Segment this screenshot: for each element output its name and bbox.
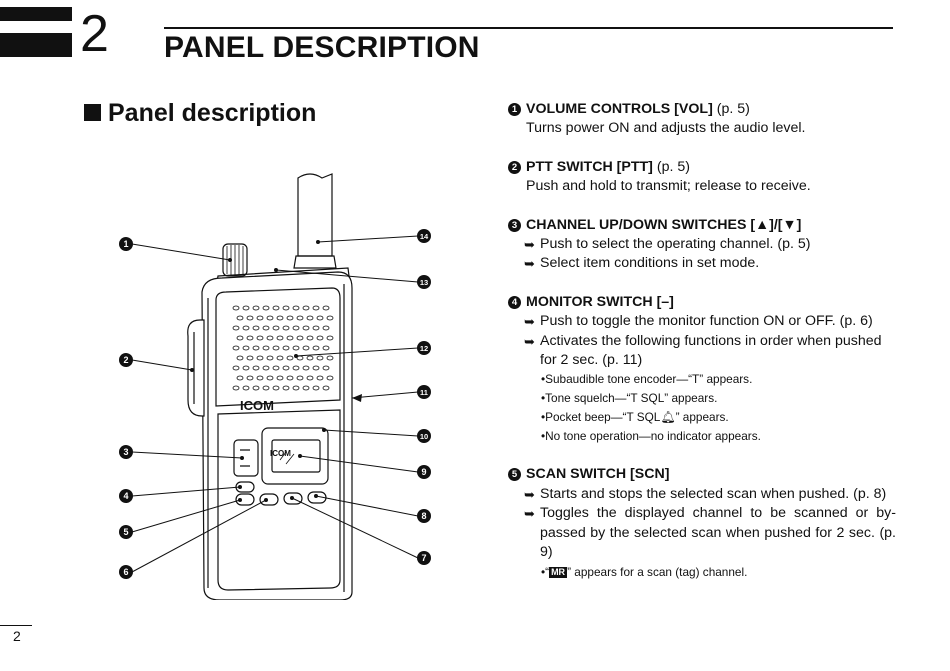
callout-12: 12 xyxy=(417,341,431,355)
item-ptt: 2 PTT SWITCH [PTT] (p. 5) Push and hold … xyxy=(508,158,896,197)
display-frame xyxy=(261,427,329,485)
page-number-rule xyxy=(0,625,32,626)
callout-13: 13 xyxy=(417,275,431,289)
callout-10: 10 xyxy=(417,429,431,443)
arrow-icon: ➥ xyxy=(524,333,535,349)
bullet-item: ➥Push to toggle the monitor function ON … xyxy=(508,312,896,331)
arrow-icon: ➥ xyxy=(524,237,535,253)
svg-text:9: 9 xyxy=(421,467,426,477)
bullet-item: ➥Push to select the operating channel. (… xyxy=(508,235,896,254)
page-number: 2 xyxy=(13,628,21,644)
chapter-number: 2 xyxy=(80,5,109,63)
number-badge-icon: 3 xyxy=(508,218,521,232)
svg-text:2: 2 xyxy=(123,355,128,365)
callout-8: 8 xyxy=(417,509,431,523)
bullet-item: ➥Toggles the displayed channel to be sca… xyxy=(524,505,896,561)
callout-11: 11 xyxy=(417,385,431,399)
item-text: Push and hold to transmit; release to re… xyxy=(526,178,811,195)
ptt-switch xyxy=(187,319,205,417)
svg-text:1: 1 xyxy=(123,239,128,249)
svg-text:5: 5 xyxy=(123,527,128,537)
sub-item: •No tone operation—no indicator appears. xyxy=(541,429,761,444)
item-title: PTT SWITCH [PTT] xyxy=(526,158,653,175)
callout-7: 7 xyxy=(417,551,431,565)
brand-logo-top: ICOM xyxy=(270,449,291,458)
callout-5: 5 xyxy=(119,525,133,539)
key-6 xyxy=(259,493,279,506)
callout-3: 3 xyxy=(119,445,133,459)
arrow-icon: ➥ xyxy=(524,486,535,502)
page-ref: (p. 5) xyxy=(656,158,690,175)
bullet-item: ➥Starts and stops the selected scan when… xyxy=(508,485,896,504)
number-badge-icon: 4 xyxy=(508,295,521,309)
arrow-icon: ➥ xyxy=(524,506,535,522)
sub-item: •Tone squelch—“T SQL” appears. xyxy=(541,391,718,406)
key-scan xyxy=(235,493,255,506)
header-rule xyxy=(164,27,893,29)
mr-indicator-icon: MR xyxy=(549,566,568,578)
item-title: CHANNEL UP/DOWN SWITCHES [▲]/[▼] xyxy=(526,216,802,233)
item-scan: 5 SCAN SWITCH [SCN] ➥Starts and stops th… xyxy=(508,465,896,581)
item-title: VOLUME CONTROLS [VOL] xyxy=(526,101,713,117)
callout-14: 14 xyxy=(417,229,431,243)
sub-item: •Subaudible tone encoder—“T” appears. xyxy=(541,372,753,387)
svg-text:3: 3 xyxy=(123,447,128,457)
sub-item: •Pocket beep—“T SQL🔔︎” appears. xyxy=(541,410,729,425)
item-volume: 1 VOLUME CONTROLS [VOL] (p. 5) Turns pow… xyxy=(508,100,896,139)
item-text: Turns power ON and adjusts the audio lev… xyxy=(526,120,806,137)
page-ref: (p. 5) xyxy=(716,101,750,117)
svg-text:12: 12 xyxy=(420,344,428,353)
callout-markers xyxy=(190,240,362,502)
bullet-item: ➥Select item conditions in set mode. xyxy=(508,254,896,273)
antenna xyxy=(297,173,333,257)
sub-item: •“MR” appears for a scan (tag) channel. xyxy=(541,564,748,579)
speaker-grille xyxy=(232,305,334,391)
brand-logo: ICOM xyxy=(240,398,274,413)
svg-text:8: 8 xyxy=(421,511,426,521)
radio-diagram: ICOM ICOM 1 2 3 4 5 6 7 8 9 10 1 xyxy=(119,173,431,600)
svg-text:11: 11 xyxy=(420,388,428,397)
key-7 xyxy=(283,492,303,505)
svg-text:14: 14 xyxy=(420,232,429,241)
callout-6: 6 xyxy=(119,565,133,579)
lcd-display xyxy=(271,439,321,473)
chapter-bar-bottom xyxy=(0,33,72,57)
item-monitor: 4 MONITOR SWITCH [–] ➥Push to toggle the… xyxy=(508,293,896,447)
section-title-text: Panel description xyxy=(108,99,317,127)
arrow-icon: ➥ xyxy=(524,256,535,272)
item-title: SCAN SWITCH [SCN] xyxy=(526,466,670,483)
callout-1: 1 xyxy=(119,237,133,251)
bell-icon: 🔔︎ xyxy=(660,410,676,425)
number-badge-icon: 1 xyxy=(508,103,521,116)
item-channel: 3 CHANNEL UP/DOWN SWITCHES [▲]/[▼] ➥Push… xyxy=(508,216,896,274)
arrow-icon: ➥ xyxy=(524,314,535,330)
svg-text:4: 4 xyxy=(123,491,128,501)
bullet-item: ➥Activates the following functions in or… xyxy=(524,332,882,369)
item-title: MONITOR SWITCH [–] xyxy=(526,293,674,310)
number-badge-icon: 2 xyxy=(508,160,521,174)
svg-text:6: 6 xyxy=(123,567,128,577)
number-badge-icon: 5 xyxy=(508,468,521,482)
square-bullet-icon xyxy=(84,104,101,121)
chapter-bar-top xyxy=(0,7,72,21)
section-title: Panel description xyxy=(84,98,316,128)
callout-4: 4 xyxy=(119,489,133,503)
svg-text:10: 10 xyxy=(420,432,428,441)
chapter-title: PANEL DESCRIPTION xyxy=(164,31,480,64)
callout-2: 2 xyxy=(119,353,133,367)
description-list: 1 VOLUME CONTROLS [VOL] (p. 5) Turns pow… xyxy=(508,100,896,601)
svg-text:7: 7 xyxy=(421,553,426,563)
callout-9: 9 xyxy=(417,465,431,479)
svg-text:13: 13 xyxy=(420,278,428,287)
